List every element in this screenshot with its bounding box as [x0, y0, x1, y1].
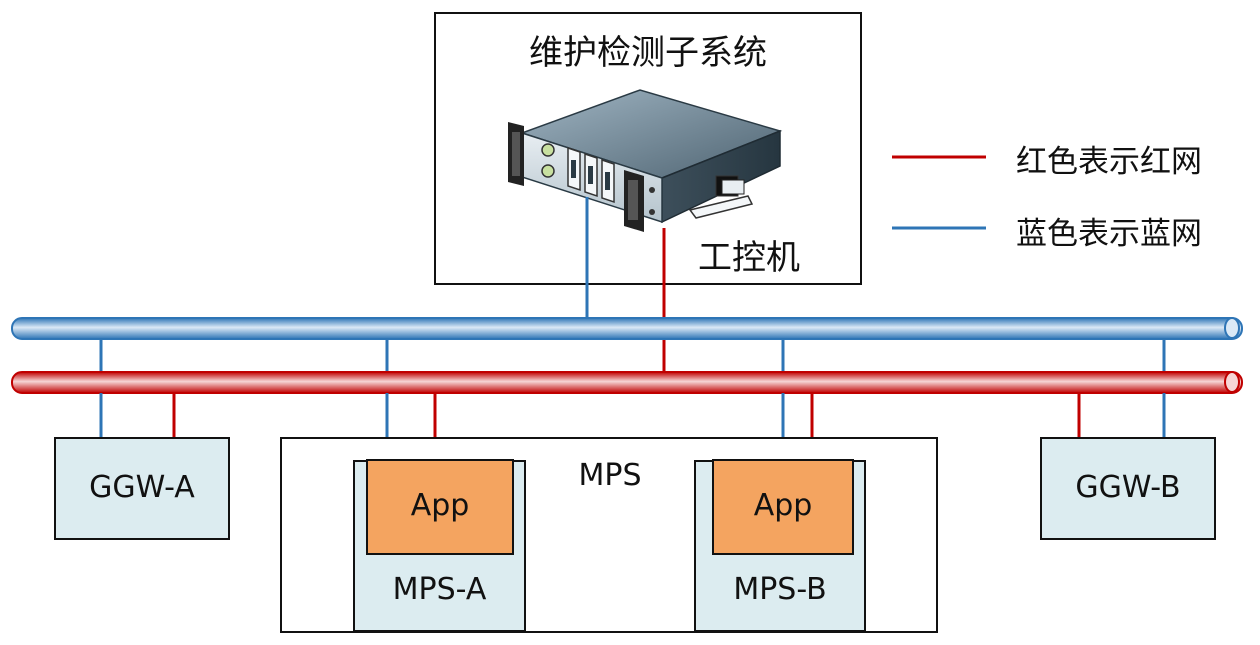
app-b-label: App — [753, 488, 813, 523]
mps-a-label: MPS-A — [392, 572, 487, 607]
mps-label: MPS — [578, 458, 642, 493]
industrial-pc-label: 工控机 — [698, 238, 800, 278]
app-a-box — [366, 459, 514, 555]
legend-red-label: 红色表示红网 — [1016, 144, 1202, 180]
blue-bus — [11, 317, 1243, 340]
legend-blue-label: 蓝色表示蓝网 — [1016, 216, 1202, 252]
app-a-label: App — [410, 488, 470, 523]
red-bus — [11, 371, 1243, 394]
ggw-b-node — [1040, 437, 1216, 540]
ggw-a-label: GGW-A — [89, 470, 195, 505]
ggw-a-node — [54, 437, 230, 540]
ggw-b-label: GGW-B — [1075, 470, 1181, 505]
mps-b-label: MPS-B — [733, 572, 827, 607]
app-b-box — [712, 459, 854, 555]
maintenance-subsystem-title: 维护检测子系统 — [529, 33, 767, 73]
